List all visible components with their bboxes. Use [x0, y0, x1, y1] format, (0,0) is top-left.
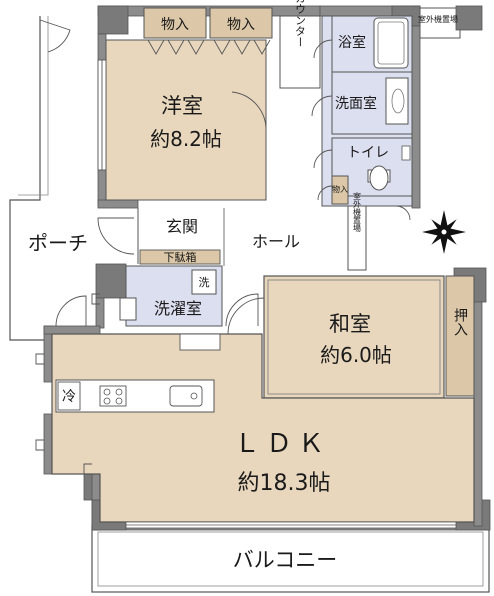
kitchen-counter: 冷 [55, 379, 215, 413]
japanese-room: 和室 約6.0帖 [263, 275, 445, 399]
closet-right: 物入 [209, 7, 273, 39]
bathtub-icon [373, 17, 409, 69]
sink-icon [385, 77, 409, 125]
oshiire-label: 押入 [452, 308, 468, 336]
closet-left: 物入 [143, 7, 207, 39]
ldk-side-doors [35, 293, 100, 475]
toilet-closet [331, 175, 349, 205]
counter-label: カウンター [294, 0, 307, 48]
laundry-label: 洗濯室 [154, 299, 202, 318]
western-room-size: 約8.2帖 [150, 127, 222, 151]
closet-doors [147, 39, 271, 55]
service-block: 浴室 洗面室 トイレ 物入 [321, 15, 413, 207]
western-window [97, 59, 107, 171]
outdoor-unit-side-label: 室外機置場 [353, 191, 362, 233]
kitchen-sink-icon [169, 385, 203, 407]
toilet-icon [367, 165, 391, 191]
toilet-label: トイレ [347, 145, 389, 161]
ldk-size: 約18.3帖 [238, 471, 331, 496]
ldk-name: ＬＤＫ [234, 429, 330, 459]
outdoor-unit-top: 室外機置場 [418, 5, 483, 39]
shoe-box-label: 下駄箱 [164, 250, 197, 264]
western-room-name: 洋室 [161, 94, 203, 118]
left-exterior-door [39, 19, 71, 53]
service-doors [311, 39, 411, 221]
shoe-box [139, 249, 221, 265]
stove-icon [99, 385, 127, 407]
counter: カウンター [279, 0, 321, 89]
laundry-room: 洗 洗濯室 [119, 265, 223, 327]
laundry-sink [119, 297, 137, 321]
entrance-door [97, 217, 135, 255]
entrance-label: 玄関 [166, 217, 198, 236]
laundry-door [55, 293, 259, 327]
washer-label: 洗 [199, 276, 210, 289]
japanese-room-size: 約6.0帖 [320, 343, 392, 367]
ldk-window [125, 521, 457, 529]
hall-label: ホール [252, 232, 300, 251]
porch-label: ポーチ [28, 231, 88, 255]
bath-label: 浴室 [338, 34, 366, 51]
balcony-label: バルコニー [233, 548, 338, 572]
outdoor-unit-top-label: 室外機置場 [418, 14, 458, 24]
japanese-room-name: 和室 [329, 312, 371, 336]
outdoor-unit-side: 室外機置場 [347, 191, 367, 271]
compass-north-icon [422, 210, 466, 254]
ldk-column [179, 333, 221, 351]
closet-right-label: 物入 [227, 17, 255, 33]
fridge-label: 冷 [62, 389, 76, 405]
japanese-room-door [227, 297, 265, 335]
western-room: 洋室 約8.2帖 [105, 39, 267, 201]
western-room-door [231, 91, 267, 131]
porch-area: ポーチ [9, 16, 88, 341]
oshiire: 押入 [445, 275, 475, 397]
closet-left-label: 物入 [161, 17, 189, 33]
entrance-hall: 玄関 ホール 下駄箱 [137, 208, 338, 270]
washroom-label: 洗面室 [335, 95, 377, 112]
washer-icon: 洗 [191, 269, 217, 295]
toilet-closet-label: 物入 [332, 184, 348, 194]
balcony: バルコニー [91, 525, 490, 593]
